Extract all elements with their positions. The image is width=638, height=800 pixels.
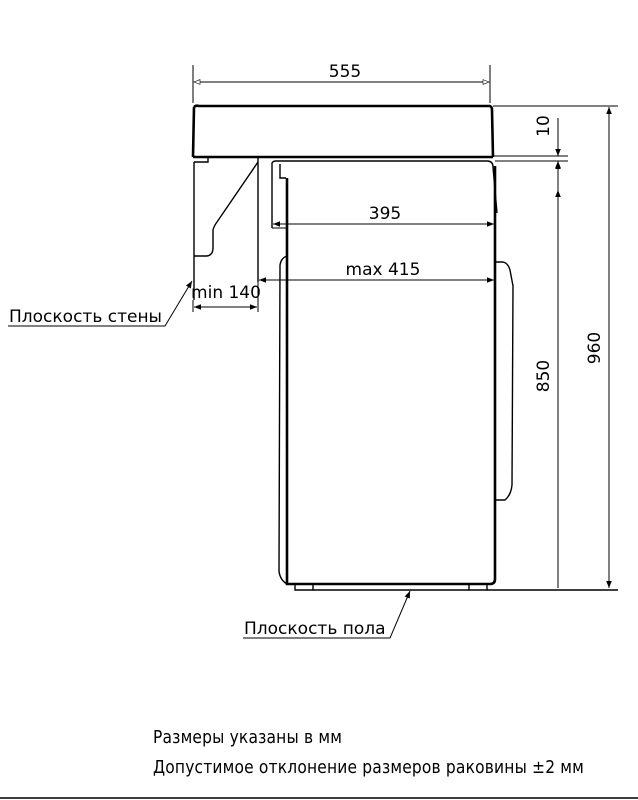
svg-text:10: 10 bbox=[534, 115, 554, 137]
wall-bracket bbox=[193, 158, 259, 300]
note-units: Размеры указаны в мм bbox=[153, 727, 343, 748]
dimension-555: 555 bbox=[193, 62, 490, 85]
svg-text:850: 850 bbox=[534, 360, 554, 392]
dimension-min-140: min 140 bbox=[191, 283, 261, 310]
dimension-850: 850 bbox=[534, 162, 561, 588]
floor-plane-leader: Плоскость пола bbox=[243, 590, 411, 639]
dimension-395: 395 bbox=[273, 204, 494, 227]
svg-text:960: 960 bbox=[585, 332, 605, 364]
sink-outline bbox=[191, 104, 495, 163]
wall-plane-leader: Плоскость стены bbox=[8, 280, 193, 327]
wall-plane-label: Плоскость стены bbox=[9, 307, 162, 327]
svg-text:max 415: max 415 bbox=[346, 260, 421, 280]
washing-machine-outline bbox=[271, 160, 514, 591]
dimension-max-415: max 415 bbox=[259, 260, 494, 283]
svg-text:395: 395 bbox=[369, 204, 401, 224]
dimension-960: 960 bbox=[585, 107, 612, 588]
dimension-10: 10 bbox=[534, 115, 561, 190]
extension-lines bbox=[192, 65, 618, 312]
floor-plane-label: Плоскость пола bbox=[244, 619, 386, 639]
svg-text:min 140: min 140 bbox=[191, 283, 261, 303]
note-tolerance: Допустимое отклонение размеров раковины … bbox=[153, 757, 585, 778]
svg-text:555: 555 bbox=[329, 62, 361, 82]
